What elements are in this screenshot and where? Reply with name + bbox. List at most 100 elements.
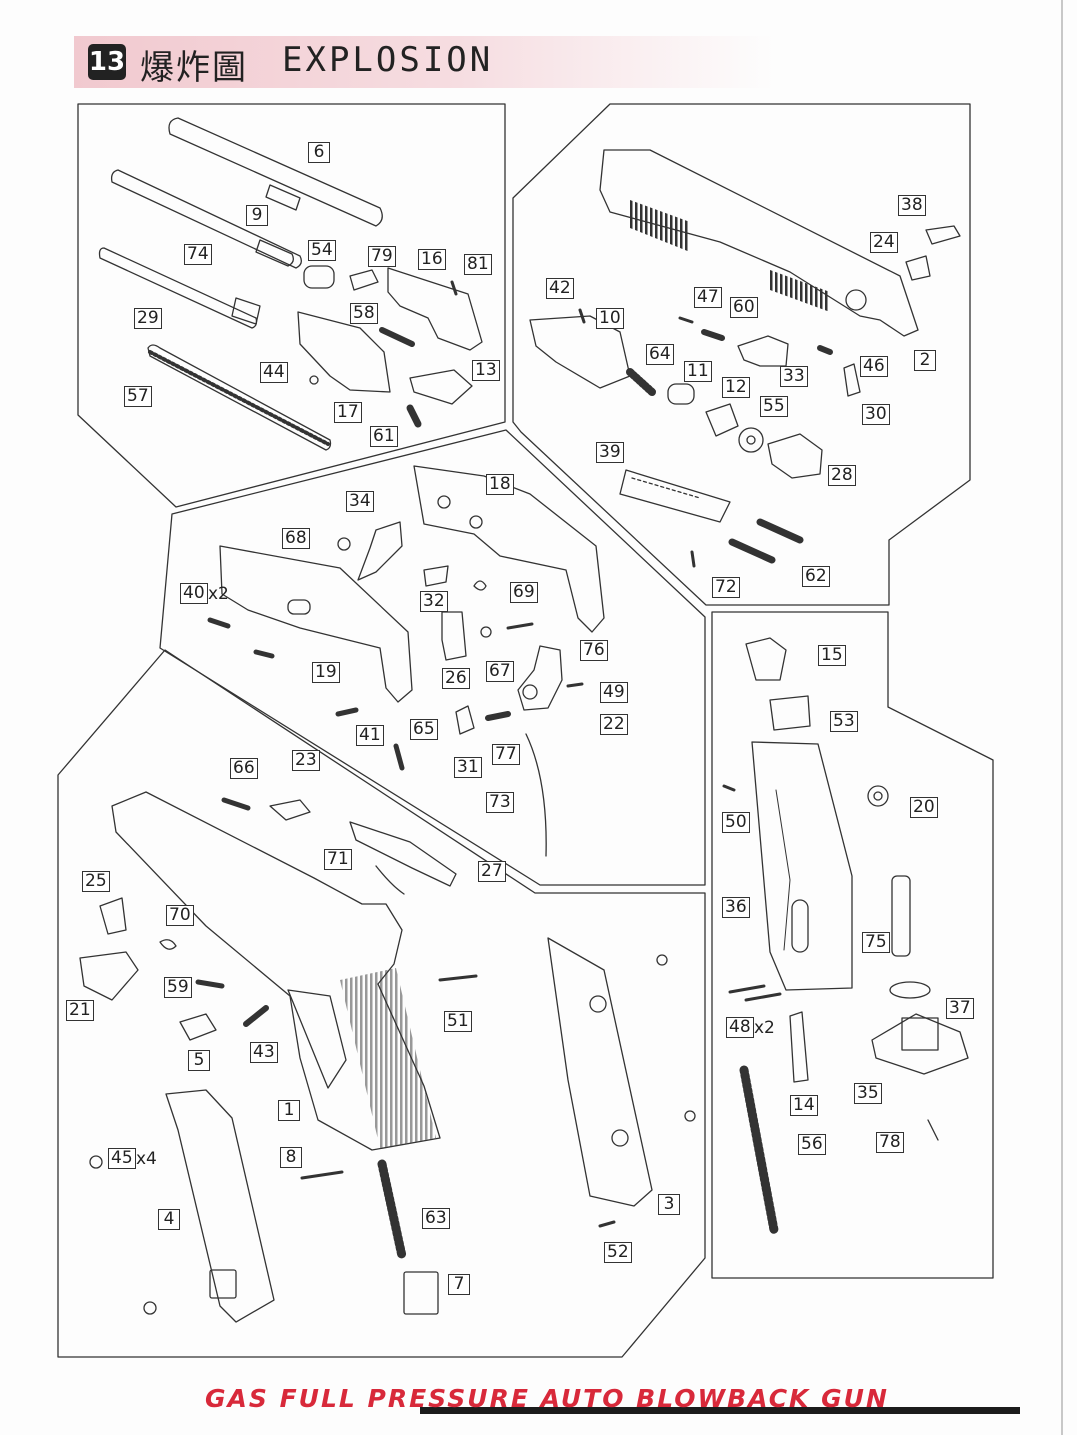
part-callout-30: 30 [862, 404, 890, 425]
barrel-part-drawings [98, 117, 483, 451]
part-quantity-48: x2 [754, 1018, 775, 1038]
section-number-badge: 13 [88, 44, 126, 80]
part-callout-19: 19 [312, 662, 340, 683]
part-callout-36: 36 [722, 897, 750, 918]
part-callout-11: 11 [684, 361, 712, 382]
part-callout-66: 66 [230, 758, 258, 779]
part-callout-15: 15 [818, 645, 846, 666]
part-callout-72: 72 [712, 577, 740, 598]
part-callout-40: 40 [180, 583, 208, 604]
part-callout-25: 25 [82, 871, 110, 892]
part-callout-41: 41 [356, 725, 384, 746]
part-callout-29: 29 [134, 308, 162, 329]
part-callout-26: 26 [442, 668, 470, 689]
part-callout-74: 74 [184, 244, 212, 265]
part-callout-43: 43 [250, 1042, 278, 1063]
part-callout-68: 68 [282, 528, 310, 549]
part-callout-63: 63 [422, 1208, 450, 1229]
part-callout-52: 52 [604, 1242, 632, 1263]
section-title-chinese: 爆炸圖 [140, 48, 248, 88]
part-callout-58: 58 [350, 303, 378, 324]
part-callout-48: 48 [726, 1017, 754, 1038]
part-callout-76: 76 [580, 640, 608, 661]
part-callout-20: 20 [910, 797, 938, 818]
section-title-english: EXPLOSION [282, 40, 494, 80]
part-callout-51: 51 [444, 1011, 472, 1032]
frame-part-drawings [79, 791, 696, 1323]
part-callout-54: 54 [308, 240, 336, 261]
part-callout-42: 42 [546, 278, 574, 299]
footer-tagline: GAS FULL PRESSURE AUTO BLOWBACK GUN [205, 1384, 889, 1413]
part-callout-65: 65 [410, 719, 438, 740]
part-callout-56: 56 [798, 1134, 826, 1155]
part-callout-13: 13 [472, 360, 500, 381]
fire-control-part-drawings [207, 465, 605, 857]
part-callout-38: 38 [898, 195, 926, 216]
part-callout-31: 31 [454, 757, 482, 778]
part-callout-2: 2 [914, 350, 936, 371]
part-quantity-45: x4 [136, 1149, 157, 1169]
part-callout-10: 10 [596, 308, 624, 329]
panel-outline-frame [57, 649, 706, 1358]
part-callout-6: 6 [308, 142, 330, 163]
part-callout-37: 37 [946, 998, 974, 1019]
panel-outline-fire-control [159, 429, 706, 886]
part-callout-35: 35 [854, 1083, 882, 1104]
part-callout-14: 14 [790, 1095, 818, 1116]
part-callout-1: 1 [278, 1100, 300, 1121]
part-callout-9: 9 [246, 205, 268, 226]
part-callout-21: 21 [66, 1000, 94, 1021]
part-callout-8: 8 [280, 1147, 302, 1168]
part-callout-18: 18 [486, 474, 514, 495]
part-callout-39: 39 [596, 442, 624, 463]
part-callout-59: 59 [164, 977, 192, 998]
part-callout-71: 71 [324, 849, 352, 870]
part-callout-27: 27 [478, 861, 506, 882]
part-callout-70: 70 [166, 905, 194, 926]
part-callout-47: 47 [694, 287, 722, 308]
slide-part-drawings [529, 149, 961, 568]
part-callout-7: 7 [448, 1274, 470, 1295]
part-callout-69: 69 [510, 582, 538, 603]
part-callout-4: 4 [158, 1209, 180, 1230]
part-callout-53: 53 [830, 711, 858, 732]
part-callout-77: 77 [492, 744, 520, 765]
part-callout-12: 12 [722, 377, 750, 398]
part-callout-73: 73 [486, 792, 514, 813]
part-callout-22: 22 [600, 714, 628, 735]
part-callout-60: 60 [730, 297, 758, 318]
part-quantity-40: x2 [208, 584, 229, 604]
part-callout-46: 46 [860, 356, 888, 377]
section-header-band [74, 36, 774, 88]
page-edge [1061, 0, 1063, 1435]
part-callout-49: 49 [600, 682, 628, 703]
part-callout-17: 17 [334, 402, 362, 423]
panel-outline-barrel-assembly [77, 103, 506, 508]
part-callout-16: 16 [418, 249, 446, 270]
part-callout-3: 3 [658, 1194, 680, 1215]
part-callout-61: 61 [370, 426, 398, 447]
part-callout-64: 64 [646, 344, 674, 365]
part-callout-57: 57 [124, 386, 152, 407]
part-callout-78: 78 [876, 1132, 904, 1153]
part-callout-44: 44 [260, 362, 288, 383]
part-callout-67: 67 [486, 661, 514, 682]
part-callout-50: 50 [722, 812, 750, 833]
part-callout-79: 79 [368, 246, 396, 267]
part-callout-34: 34 [346, 491, 374, 512]
part-callout-55: 55 [760, 396, 788, 417]
panel-outline-magazine [711, 611, 994, 1279]
magazine-part-drawings [722, 637, 969, 1235]
part-callout-23: 23 [292, 750, 320, 771]
part-callout-62: 62 [802, 566, 830, 587]
part-callout-28: 28 [828, 465, 856, 486]
part-callout-75: 75 [862, 932, 890, 953]
part-callout-45: 45 [108, 1148, 136, 1169]
footer-rule [420, 1407, 1020, 1414]
part-callout-32: 32 [420, 591, 448, 612]
part-callout-24: 24 [870, 232, 898, 253]
part-callout-33: 33 [780, 366, 808, 387]
part-callout-5: 5 [188, 1050, 210, 1071]
part-callout-81: 81 [464, 254, 492, 275]
